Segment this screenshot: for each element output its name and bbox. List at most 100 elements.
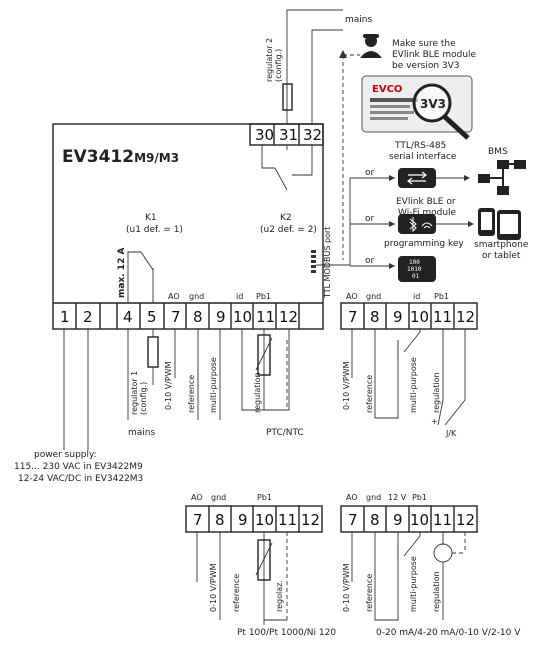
cur-label-multi: multi-purpose [409, 556, 418, 612]
product-label-image: EVCO 3V3 [361, 75, 473, 140]
pt-label-gnd: gnd [211, 493, 226, 502]
tc-terminal-9: 9 [393, 308, 403, 326]
tc-terminal-7: 7 [348, 308, 358, 326]
tc-label-gnd: gnd [366, 292, 381, 301]
or-label-1: or [365, 168, 375, 178]
ble-note-line-1: Make sure the [392, 39, 456, 49]
cur-label-ao: AO [346, 493, 358, 502]
cur-terminal-9: 9 [393, 511, 403, 529]
cur-label-010v: 0-10 V/PWM [342, 563, 351, 612]
pt-wires [196, 532, 288, 625]
tc-terminal-12: 12 [456, 308, 475, 326]
terminal-9: 9 [216, 308, 226, 326]
cur-terminal-8: 8 [370, 511, 380, 529]
label-ao: AO [168, 292, 180, 301]
max-current-label: max. 12 A [117, 248, 127, 298]
bms-label: BMS [488, 147, 508, 157]
tc-label-plus: + [431, 417, 438, 426]
cur-terminal-12: 12 [456, 511, 475, 529]
k2-default: (u2 def. = 2) [260, 225, 317, 235]
label-gnd: gnd [189, 292, 204, 301]
terminal-block-current [340, 505, 478, 533]
tc-wires [351, 329, 466, 426]
k2-contact [261, 145, 313, 191]
pt-terminal-11: 11 [278, 511, 297, 529]
terminal-4: 4 [123, 308, 133, 326]
terminal-12: 12 [279, 308, 298, 326]
terminal-31: 31 [279, 126, 298, 144]
ble-note-line-2: EVlink BLE module [392, 50, 477, 60]
pt-label-pb1: Pb1 [257, 493, 272, 502]
pt-label-010v: 0-10 V/PWM [209, 563, 218, 612]
phone-label-2: or tablet [482, 251, 521, 261]
regulator-2-config: (config.) [274, 49, 283, 82]
k1-default: (u1 def. = 1) [126, 225, 183, 235]
mains-top-wires [286, 9, 343, 124]
svg-text:1010: 1010 [407, 266, 422, 273]
regulator-2-label: regulator 2 [265, 38, 274, 82]
ble-module-icon [398, 214, 436, 234]
regulator-1-config: (config.) [139, 382, 148, 415]
bms-network-icon [478, 160, 526, 195]
pt-terminal-12: 12 [301, 511, 320, 529]
or-label-3: or [365, 256, 375, 266]
ttl-port-label: TTL MODBUS port [323, 227, 332, 299]
controller-unit [52, 123, 324, 330]
main-label-010v: 0-10 V/PWM [164, 361, 173, 410]
main-label-reference: reference [187, 375, 196, 413]
svg-text:01: 01 [412, 273, 420, 280]
cur-terminal-11: 11 [433, 511, 452, 529]
tc-label-010v: 0-10 V/PWM [342, 361, 351, 410]
pt-label-reference-visible: reference [232, 574, 241, 612]
k2-label: K2 [280, 213, 292, 223]
mains-top-label: mains [345, 15, 372, 25]
prog-key-label: programming key [384, 239, 464, 249]
label-version-text: 3V3 [420, 97, 446, 111]
terminal-11: 11 [256, 308, 275, 326]
pt100-label: Pt 100/Pt 1000/Ni 120 [237, 628, 336, 638]
terminal-block-thermocouple [340, 302, 478, 330]
label-pb1: Pb1 [256, 292, 271, 301]
pt-label-ao: AO [191, 493, 203, 502]
power-label-3: 12-24 VAC/DC in EV3422M3 [18, 474, 143, 484]
terminal-8: 8 [193, 308, 203, 326]
pt-label-regolaz: regolaz. [275, 580, 284, 612]
cur-terminal-10: 10 [410, 511, 429, 529]
programming-key-icon: 100 1010 01 [398, 256, 436, 282]
tablet-icon [497, 210, 521, 240]
main-label-multi: multi-purpose [209, 357, 218, 413]
terminal-1: 1 [60, 308, 70, 326]
tc-label-regulation: regulation [432, 372, 441, 413]
terminal-5: 5 [147, 308, 157, 326]
terminal-2: 2 [83, 308, 93, 326]
ble-note-line-3: be version 3V3 [392, 61, 460, 71]
cur-wires [351, 532, 466, 621]
regulator-2-resistor [282, 83, 293, 111]
cur-label-gnd: gnd [366, 493, 381, 502]
cur-terminal-7: 7 [348, 511, 358, 529]
cur-label-pb1: Pb1 [412, 493, 427, 502]
tc-label-multi: multi-purpose [409, 357, 418, 413]
terminal-30: 30 [255, 126, 274, 144]
worker-icon [360, 34, 382, 58]
tc-label-ao: AO [346, 292, 358, 301]
current-signal-label: 0-20 mA/4-20 mA/0-10 V/2-10 V [376, 628, 521, 638]
k1-contact [127, 251, 154, 303]
terminal-10: 10 [233, 308, 252, 326]
terminal-block-pt100 [185, 505, 323, 533]
pt-terminal-8: 8 [215, 511, 225, 529]
terminal-7: 7 [171, 308, 181, 326]
serial-interface-icon [398, 168, 436, 188]
pt-terminal-10: 10 [255, 511, 274, 529]
transducer-circle [433, 543, 453, 563]
serial-label-1: TTL/RS-485 [394, 141, 446, 151]
cur-label-regulation: regulation [432, 571, 441, 612]
mains-bottom-label: mains [128, 428, 155, 438]
main-bottom-wires [63, 329, 290, 450]
tc-terminal-10: 10 [410, 308, 429, 326]
k1-label: K1 [145, 213, 157, 223]
tc-label-reference: reference [365, 375, 374, 413]
svg-text:100: 100 [409, 259, 420, 266]
tc-label-id: id [413, 292, 420, 301]
power-label-1: power supply: [34, 450, 97, 460]
